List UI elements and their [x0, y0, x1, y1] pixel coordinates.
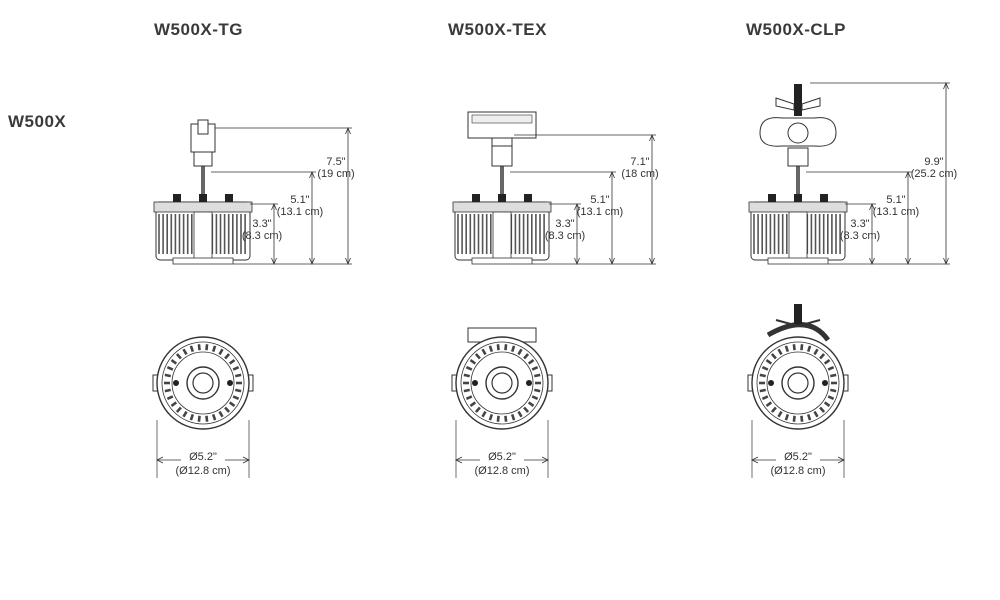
knob — [199, 194, 207, 202]
wing-nut-right — [801, 97, 821, 111]
knob — [820, 194, 828, 202]
knob — [794, 194, 802, 202]
dimension-0: 9.9"(25.2 cm) — [911, 81, 957, 266]
fixture-column-track-tex: 7.1"(18 cm)5.1"(13.1 cm)3.3"(8.3 cm)Ø5.2… — [451, 111, 659, 478]
mount-hole — [173, 380, 179, 386]
stem-collar — [787, 147, 809, 167]
knob — [173, 194, 181, 202]
diameter-dimension: Ø5.2" (Ø12.8 cm) — [455, 420, 549, 478]
body-bottom-lip — [471, 257, 533, 265]
dimension-label-metric: (13.1 cm) — [873, 206, 919, 218]
dimension-label-metric: (25.2 cm) — [911, 168, 957, 180]
dimension-label-metric: (18 cm) — [621, 168, 658, 180]
dimension-label-metric: (19 cm) — [317, 168, 354, 180]
dimension-1: 5.1"(13.1 cm) — [873, 170, 919, 266]
body-top-band — [452, 201, 552, 213]
dimension-label: 5.1" — [886, 194, 905, 206]
diameter-label-metric: (Ø12.8 cm) — [175, 465, 230, 477]
dimension-label-metric: (13.1 cm) — [577, 206, 623, 218]
dimension-label: 3.3" — [252, 218, 271, 230]
dimension-1: 5.1"(13.1 cm) — [577, 170, 623, 266]
dimension-1: 5.1"(13.1 cm) — [277, 170, 323, 266]
knob — [472, 194, 480, 202]
column-title-tex: W500X-TEX — [448, 20, 547, 39]
dimension-0: 7.1"(18 cm) — [621, 133, 659, 266]
clamp-bolt-top — [794, 304, 802, 326]
diameter-dimension: Ø5.2" (Ø12.8 cm) — [751, 420, 845, 478]
diameter-label-metric: (Ø12.8 cm) — [770, 465, 825, 477]
dimension-label-metric: (8.3 cm) — [242, 230, 282, 242]
column-title-tg: W500X-TG — [154, 20, 244, 39]
dimension-label: 9.9" — [924, 156, 943, 168]
clamp-bolt — [794, 84, 802, 116]
mount-hole — [526, 380, 532, 386]
diameter-label-metric: (Ø12.8 cm) — [474, 465, 529, 477]
stem-collar — [491, 145, 513, 167]
dimension-0: 7.5"(19 cm) — [317, 126, 355, 266]
mount-hole — [472, 380, 478, 386]
dimension-label-metric: (13.1 cm) — [277, 206, 323, 218]
dimension-label: 7.1" — [630, 156, 649, 168]
mount-hole — [768, 380, 774, 386]
diameter-dimension: Ø5.2" (Ø12.8 cm) — [156, 420, 250, 478]
knob — [768, 194, 776, 202]
dimension-label: 7.5" — [326, 156, 345, 168]
lens — [192, 372, 214, 394]
dimension-label: 5.1" — [290, 194, 309, 206]
stem — [201, 165, 205, 195]
diameter-label: Ø5.2" — [488, 451, 516, 463]
body-center-bracket — [492, 211, 512, 261]
knob — [498, 194, 506, 202]
body-bottom-lip — [172, 257, 234, 265]
dimension-2: 3.3"(8.3 cm) — [545, 202, 585, 266]
fixture-column-clamp: 9.9"(25.2 cm)5.1"(13.1 cm)3.3"(8.3 cm)Ø5… — [747, 81, 957, 478]
body-top-band — [153, 201, 253, 213]
lens — [491, 372, 513, 394]
adapter-pin — [197, 119, 209, 135]
column-title-clp: W500X-CLP — [746, 20, 846, 39]
fixture-column-track-tg: 7.5"(19 cm)5.1"(13.1 cm)3.3"(8.3 cm)Ø5.2… — [152, 119, 355, 478]
body-center-bracket — [788, 211, 808, 261]
dimension-label-metric: (8.3 cm) — [840, 230, 880, 242]
diameter-label: Ø5.2" — [784, 451, 812, 463]
dimension-label: 3.3" — [850, 218, 869, 230]
diameter-label: Ø5.2" — [189, 451, 217, 463]
stem — [500, 165, 504, 195]
body-center-bracket — [193, 211, 213, 261]
body-top-band — [748, 201, 848, 213]
knob — [524, 194, 532, 202]
dimension-2: 3.3"(8.3 cm) — [242, 202, 282, 266]
dimension-label-metric: (8.3 cm) — [545, 230, 585, 242]
body-bottom-lip — [767, 257, 829, 265]
stem — [796, 165, 800, 195]
dimension-2: 3.3"(8.3 cm) — [840, 202, 880, 266]
wing-nut-left — [775, 97, 795, 111]
knob — [225, 194, 233, 202]
dimension-label: 3.3" — [555, 218, 574, 230]
lens — [787, 372, 809, 394]
clamp-ring — [787, 122, 809, 144]
mount-hole — [227, 380, 233, 386]
mount-hole — [822, 380, 828, 386]
dimension-label: 5.1" — [590, 194, 609, 206]
row-label: W500X — [8, 112, 67, 131]
